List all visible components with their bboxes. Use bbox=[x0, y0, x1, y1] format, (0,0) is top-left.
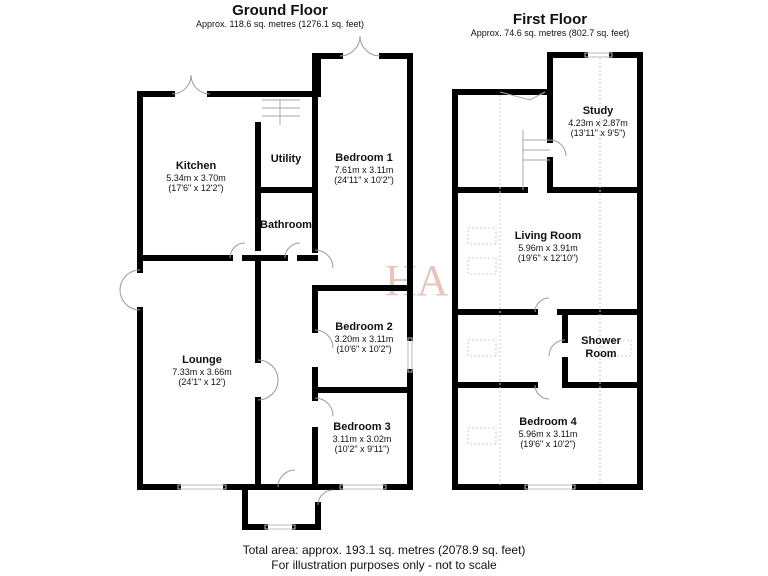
room-metric: 3.11m x 3.02m bbox=[332, 434, 392, 444]
room-imperial: (10'6" x 10'2") bbox=[336, 344, 392, 354]
room-bathroom: Bathroom bbox=[260, 219, 312, 232]
room-metric: 5.96m x 3.11m bbox=[518, 429, 578, 439]
first-floor-area: Approx. 74.6 sq. metres (802.7 sq. feet) bbox=[470, 28, 630, 38]
first-floor-title: First Floor bbox=[512, 11, 588, 28]
room-imperial: (24'1" x 12') bbox=[178, 377, 226, 387]
room-imperial: (24'11" x 10'2") bbox=[334, 175, 394, 185]
room-imperial: (17'6" x 12'2") bbox=[168, 183, 224, 193]
room-metric: 3.20m x 3.11m bbox=[334, 334, 394, 344]
room-name: Study bbox=[582, 105, 614, 117]
room-metric: 7.33m x 3.66m bbox=[172, 367, 232, 377]
room-metric: 5.96m x 3.91m bbox=[518, 243, 578, 253]
room-metric: 7.61m x 3.11m bbox=[334, 165, 394, 175]
room-name: Bedroom 1 bbox=[335, 152, 393, 164]
room-name: Lounge bbox=[182, 354, 222, 366]
room-name: Bedroom 3 bbox=[333, 421, 391, 433]
ground-floor-walls bbox=[137, 53, 413, 530]
room-name: Utility bbox=[270, 153, 302, 165]
room-name: Bedroom 2 bbox=[335, 321, 393, 333]
room-imperial: (13'11" x 9'5") bbox=[570, 128, 626, 138]
ground-floor-header: Ground Floor Approx. 118.6 sq. metres (1… bbox=[180, 2, 380, 29]
ground-floor-area: Approx. 118.6 sq. metres (1276.1 sq. fee… bbox=[196, 19, 364, 29]
room-metric: 4.23m x 2.87m bbox=[568, 118, 628, 128]
room-utility: Utility bbox=[271, 153, 302, 166]
room-name: Kitchen bbox=[175, 160, 217, 172]
room-shower-room: Shower Room bbox=[576, 335, 626, 361]
room-metric: 5.34m x 3.70m bbox=[166, 173, 226, 183]
room-name: Shower Room bbox=[581, 335, 621, 360]
room-name: Bedroom 4 bbox=[519, 416, 577, 428]
roof-lines bbox=[467, 58, 632, 485]
footer: Total area: approx. 193.1 sq. metres (20… bbox=[0, 543, 768, 573]
first-floor-header: First Floor Approx. 74.6 sq. metres (802… bbox=[450, 11, 650, 38]
ground-floor-title: Ground Floor bbox=[232, 2, 328, 19]
doors bbox=[119, 35, 567, 506]
stairs bbox=[262, 91, 550, 190]
room-imperial: (19'6" x 10'2") bbox=[520, 439, 576, 449]
room-name: Bathroom bbox=[260, 219, 312, 231]
windows bbox=[177, 52, 613, 530]
watermark-logo: HA bbox=[385, 256, 449, 305]
room-name: Living Room bbox=[514, 230, 582, 242]
room-imperial: (10'2" x 9'11") bbox=[334, 444, 390, 454]
disclaimer: For illustration purposes only - not to … bbox=[271, 558, 497, 572]
total-area: Total area: approx. 193.1 sq. metres (20… bbox=[242, 543, 526, 557]
room-imperial: (19'6" x 12'10") bbox=[517, 253, 579, 263]
